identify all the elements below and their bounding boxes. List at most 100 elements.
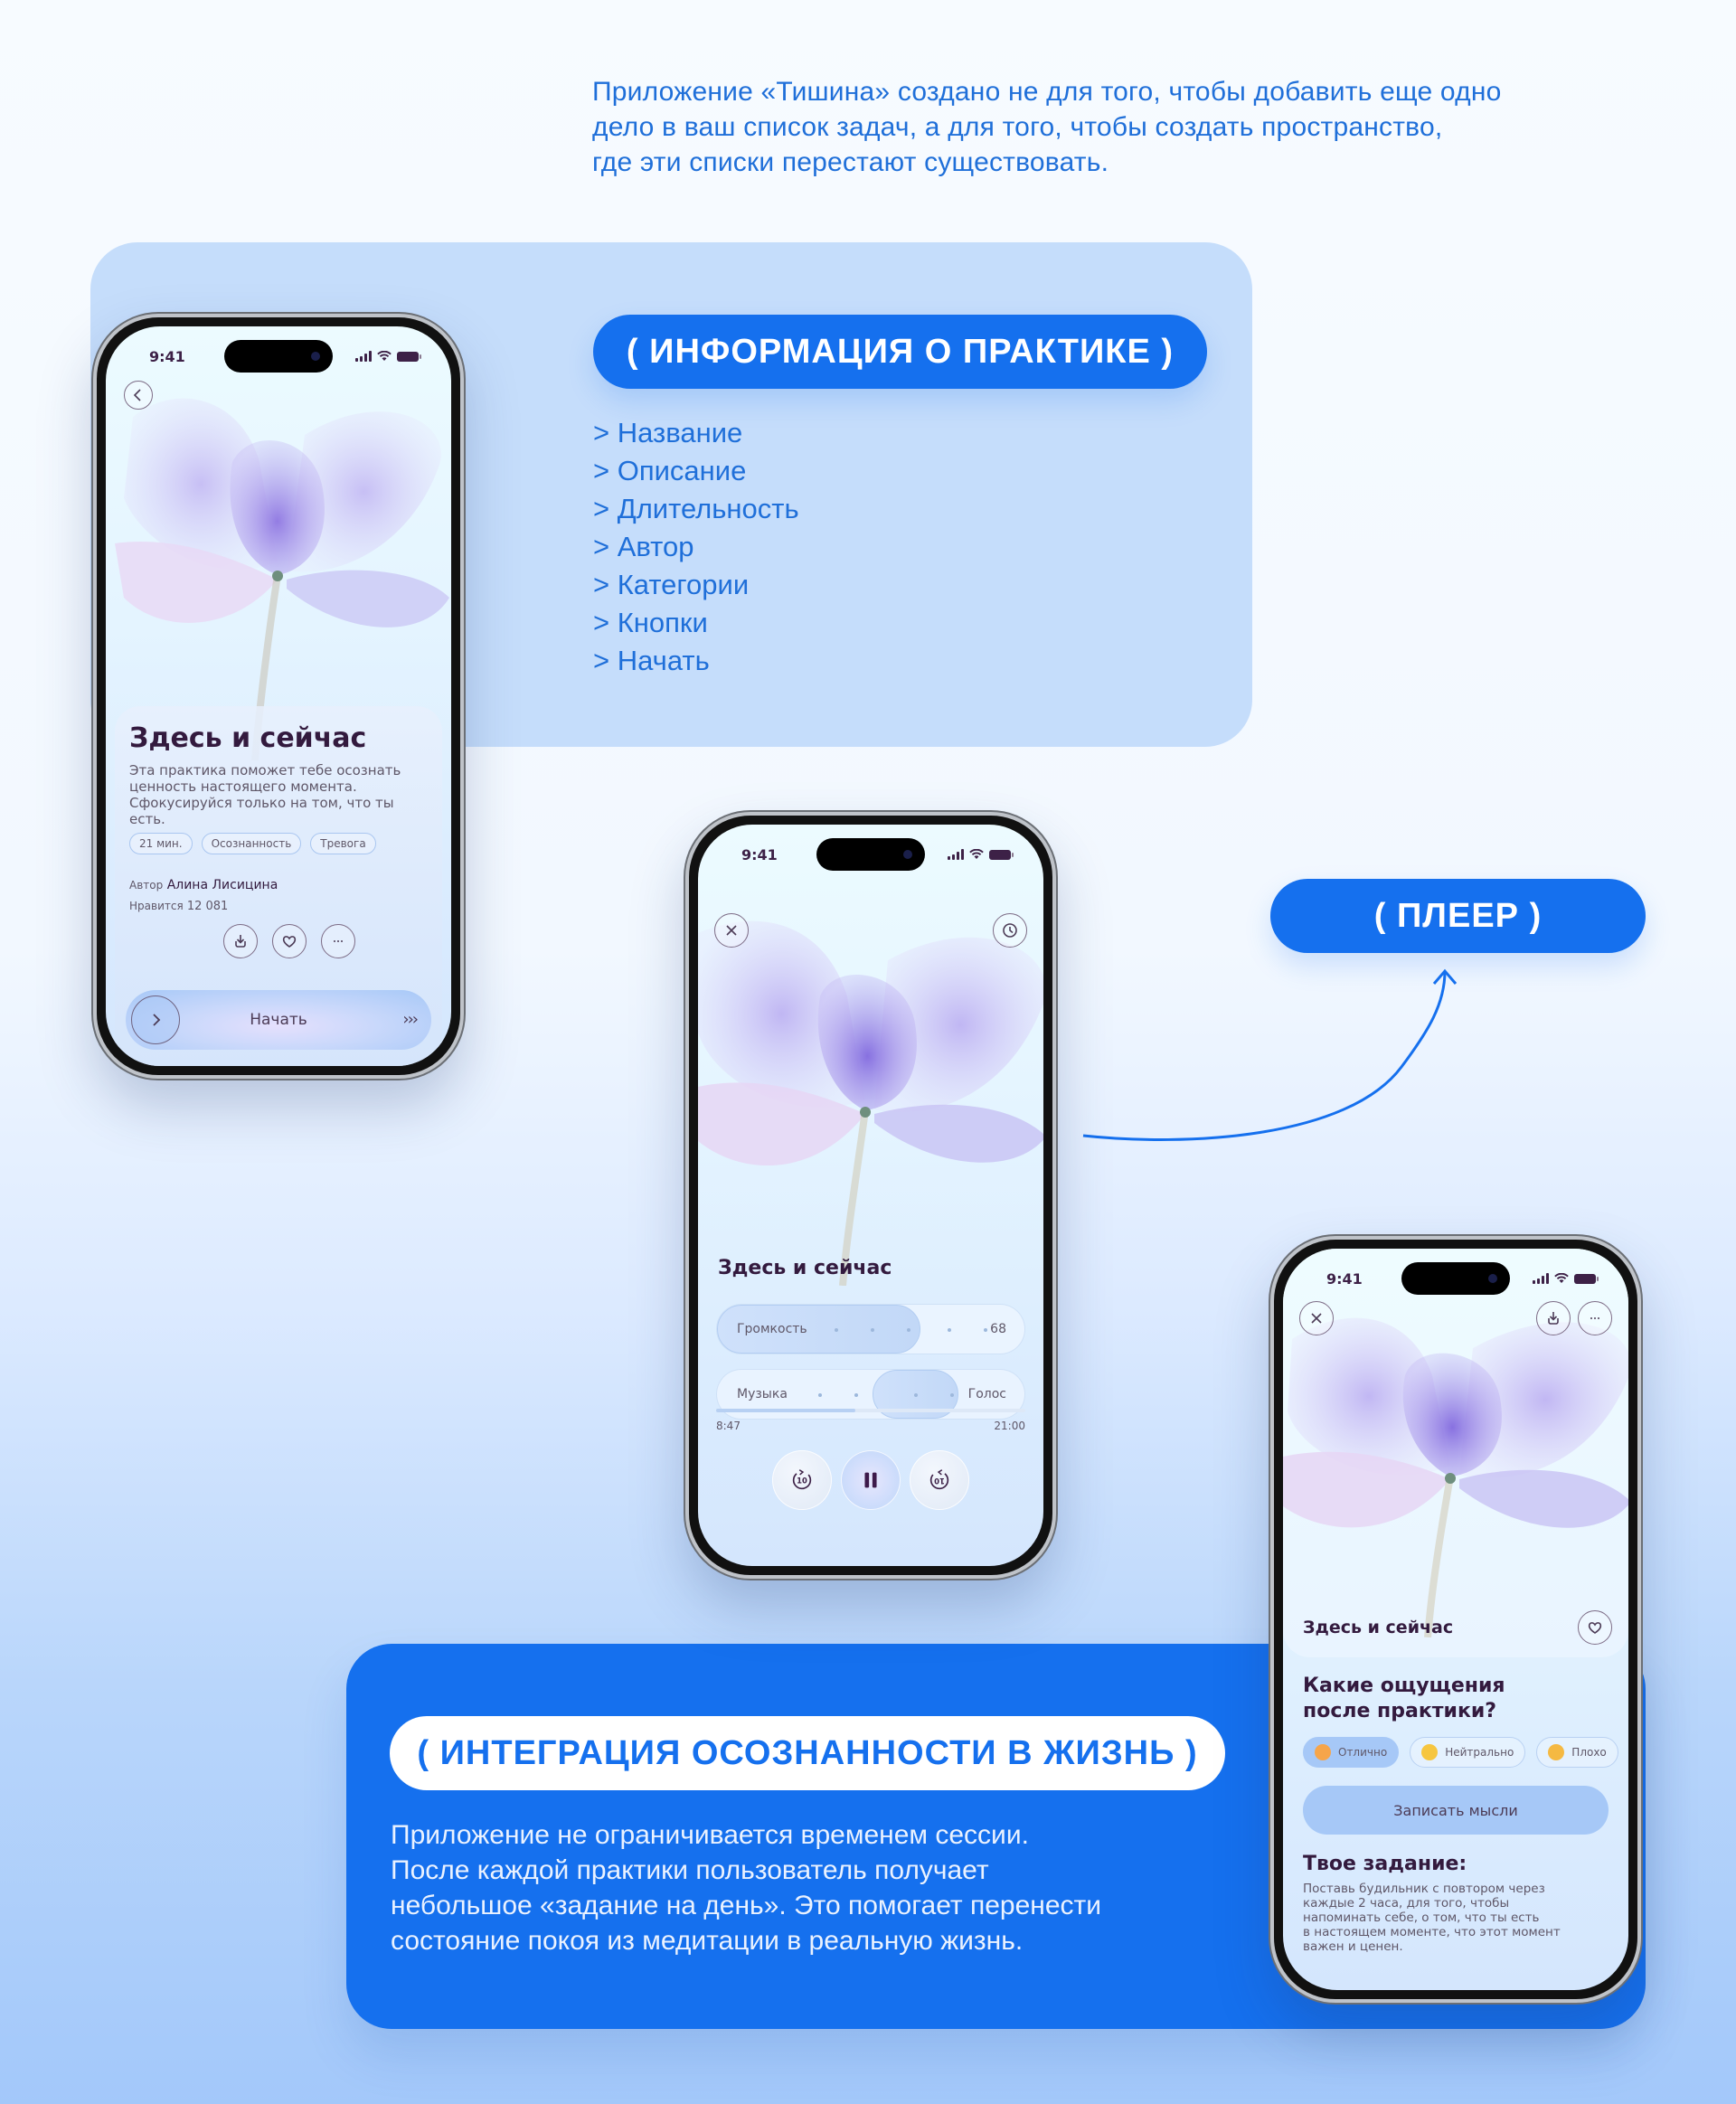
rewind-10-button[interactable]: 10 (772, 1450, 832, 1510)
more-icon (334, 940, 343, 942)
smiling-face-with-hearts-icon (1315, 1744, 1331, 1760)
start-slider[interactable]: Начать ››› (126, 990, 431, 1050)
battery-icon (1574, 1273, 1599, 1284)
start-label: Начать (250, 1011, 307, 1029)
info-list-item: > Длительность (593, 493, 799, 524)
flower-image (115, 398, 449, 760)
volume-slider[interactable]: Громкость 68 (716, 1304, 1025, 1354)
write-thoughts-button[interactable]: Записать мысли (1303, 1786, 1609, 1835)
more-icon (1590, 1317, 1599, 1319)
info-list-item: > Автор (593, 531, 694, 562)
info-list-item: > Кнопки (593, 607, 708, 638)
player-section-pill: ( ПЛЕЕР ) (1270, 879, 1646, 953)
info-feature-list: > Название > Описание > Длительность > А… (593, 414, 799, 680)
likes-count: 12 081 (186, 900, 229, 913)
forward-10-button[interactable]: 10 (910, 1450, 969, 1510)
close-icon (1311, 1313, 1322, 1324)
info-list-item: > Категории (593, 569, 750, 600)
flower-image (698, 920, 1043, 1286)
wifi-icon (1554, 1273, 1569, 1283)
mood-option-neutral[interactable]: Нейтрально (1410, 1737, 1526, 1768)
tag-duration[interactable]: 21 мин. (129, 833, 193, 854)
task-line: Поставь будильник с повтором через (1303, 1882, 1545, 1896)
status-time: 9:41 (741, 846, 778, 863)
signal-icon (1533, 1273, 1549, 1284)
close-button[interactable] (1299, 1301, 1334, 1335)
download-icon (1548, 1312, 1559, 1325)
integration-line: После каждой практики пользователь получ… (391, 1855, 989, 1885)
voice-label: Голос (967, 1387, 1006, 1401)
chevron-right-icon (153, 1014, 161, 1026)
mood-label: Плохо (1571, 1746, 1607, 1759)
author-name[interactable]: Алина Лисицина (166, 878, 278, 892)
practice-description: Эта практика поможет тебе осознать ценно… (129, 762, 401, 827)
volume-value: 68 (990, 1322, 1006, 1336)
status-bar: 9:41 (106, 348, 451, 366)
svg-text:10: 10 (934, 1477, 945, 1486)
phone-player: 9:41 Здесь и сейчас Громкость 68 Музыка (685, 812, 1056, 1579)
tag-category[interactable]: Осознанность (201, 833, 302, 854)
signal-icon (355, 351, 372, 362)
mood-option-great[interactable]: Отлично (1303, 1737, 1400, 1768)
mood-options: Отлично Нейтрально Плохо (1303, 1737, 1618, 1768)
task-description: Поставь будильник с повтором через кажды… (1303, 1882, 1610, 1954)
integration-line: небольшое «задание на день». Это помогае… (391, 1891, 1102, 1920)
practice-actions (223, 924, 355, 958)
phone-feedback: 9:41 Здесь и сейчас Какие ощущения после… (1270, 1236, 1641, 2003)
pensive-face-icon (1548, 1744, 1565, 1760)
flower-image (1283, 1317, 1628, 1637)
wifi-icon (377, 351, 392, 361)
pause-button[interactable] (841, 1450, 901, 1510)
phone-screen: 9:41 Здесь и сейчас Какие ощущения после… (1283, 1249, 1628, 1990)
chevrons-right-icon: ››› (402, 1010, 419, 1029)
download-button[interactable] (223, 924, 258, 958)
rewind-10-icon: 10 (792, 1469, 812, 1490)
like-button[interactable] (272, 924, 307, 958)
playback-progress-bar[interactable] (716, 1409, 1025, 1412)
task-line: важен и ценен. (1303, 1939, 1403, 1954)
forward-10-icon: 10 (929, 1469, 949, 1490)
battery-icon (397, 351, 421, 362)
task-line: напоминать себе, о том, что ты есть (1303, 1911, 1540, 1925)
total-duration: 21:00 (994, 1420, 1025, 1432)
dynamic-island (816, 838, 925, 871)
heart-icon (1588, 1622, 1602, 1634)
intro-line: дело в ваш список задач, а для того, что… (592, 112, 1443, 142)
back-button[interactable] (124, 381, 153, 410)
integration-line: Приложение не ограничивается временем се… (391, 1820, 1029, 1850)
svg-text:10: 10 (797, 1477, 807, 1486)
status-time: 9:41 (149, 348, 185, 365)
neutral-face-icon (1421, 1744, 1439, 1760)
practice-tags: 21 мин. Осознанность Тревога (129, 833, 376, 854)
start-slider-handle[interactable] (131, 995, 180, 1044)
dynamic-island (224, 340, 333, 373)
dynamic-island (1401, 1262, 1510, 1295)
volume-label: Громкость (737, 1322, 807, 1336)
task-line: в настоящем моменте, что этот момент (1303, 1925, 1561, 1939)
more-button[interactable] (321, 924, 355, 958)
elapsed-time: 8:47 (716, 1420, 741, 1432)
curved-arrow-icon (1082, 968, 1458, 1141)
integration-line: состояние покоя из медитации в реальную … (391, 1926, 1024, 1956)
practice-title: Здесь и сейчас (129, 722, 367, 754)
battery-icon (989, 849, 1014, 860)
info-list-item: > Название (593, 417, 743, 448)
phone-screen: 9:41 Здесь и сейчас Эта практика поможет… (106, 326, 451, 1066)
close-button[interactable] (714, 913, 749, 948)
clock-icon (1003, 923, 1017, 938)
wifi-icon (969, 849, 984, 859)
more-button[interactable] (1578, 1301, 1612, 1335)
mood-option-bad[interactable]: Плохо (1536, 1737, 1618, 1768)
download-button[interactable] (1536, 1301, 1571, 1335)
playback-progress-fill (716, 1409, 855, 1412)
practice-title: Здесь и сейчас (1303, 1618, 1454, 1637)
timer-button[interactable] (993, 913, 1027, 948)
player-title: Здесь и сейчас (718, 1257, 892, 1279)
integration-paragraph: Приложение не ограничивается временем се… (391, 1817, 1222, 1958)
info-section-pill: ( ИНФОРМАЦИЯ О ПРАКТИКЕ ) (593, 315, 1207, 389)
feedback-question-line: после практики? (1303, 1700, 1497, 1722)
intro-paragraph: Приложение «Тишина» создано не для того,… (592, 74, 1641, 180)
tag-category[interactable]: Тревога (310, 833, 376, 854)
close-icon (726, 925, 737, 936)
like-button[interactable] (1578, 1610, 1612, 1645)
